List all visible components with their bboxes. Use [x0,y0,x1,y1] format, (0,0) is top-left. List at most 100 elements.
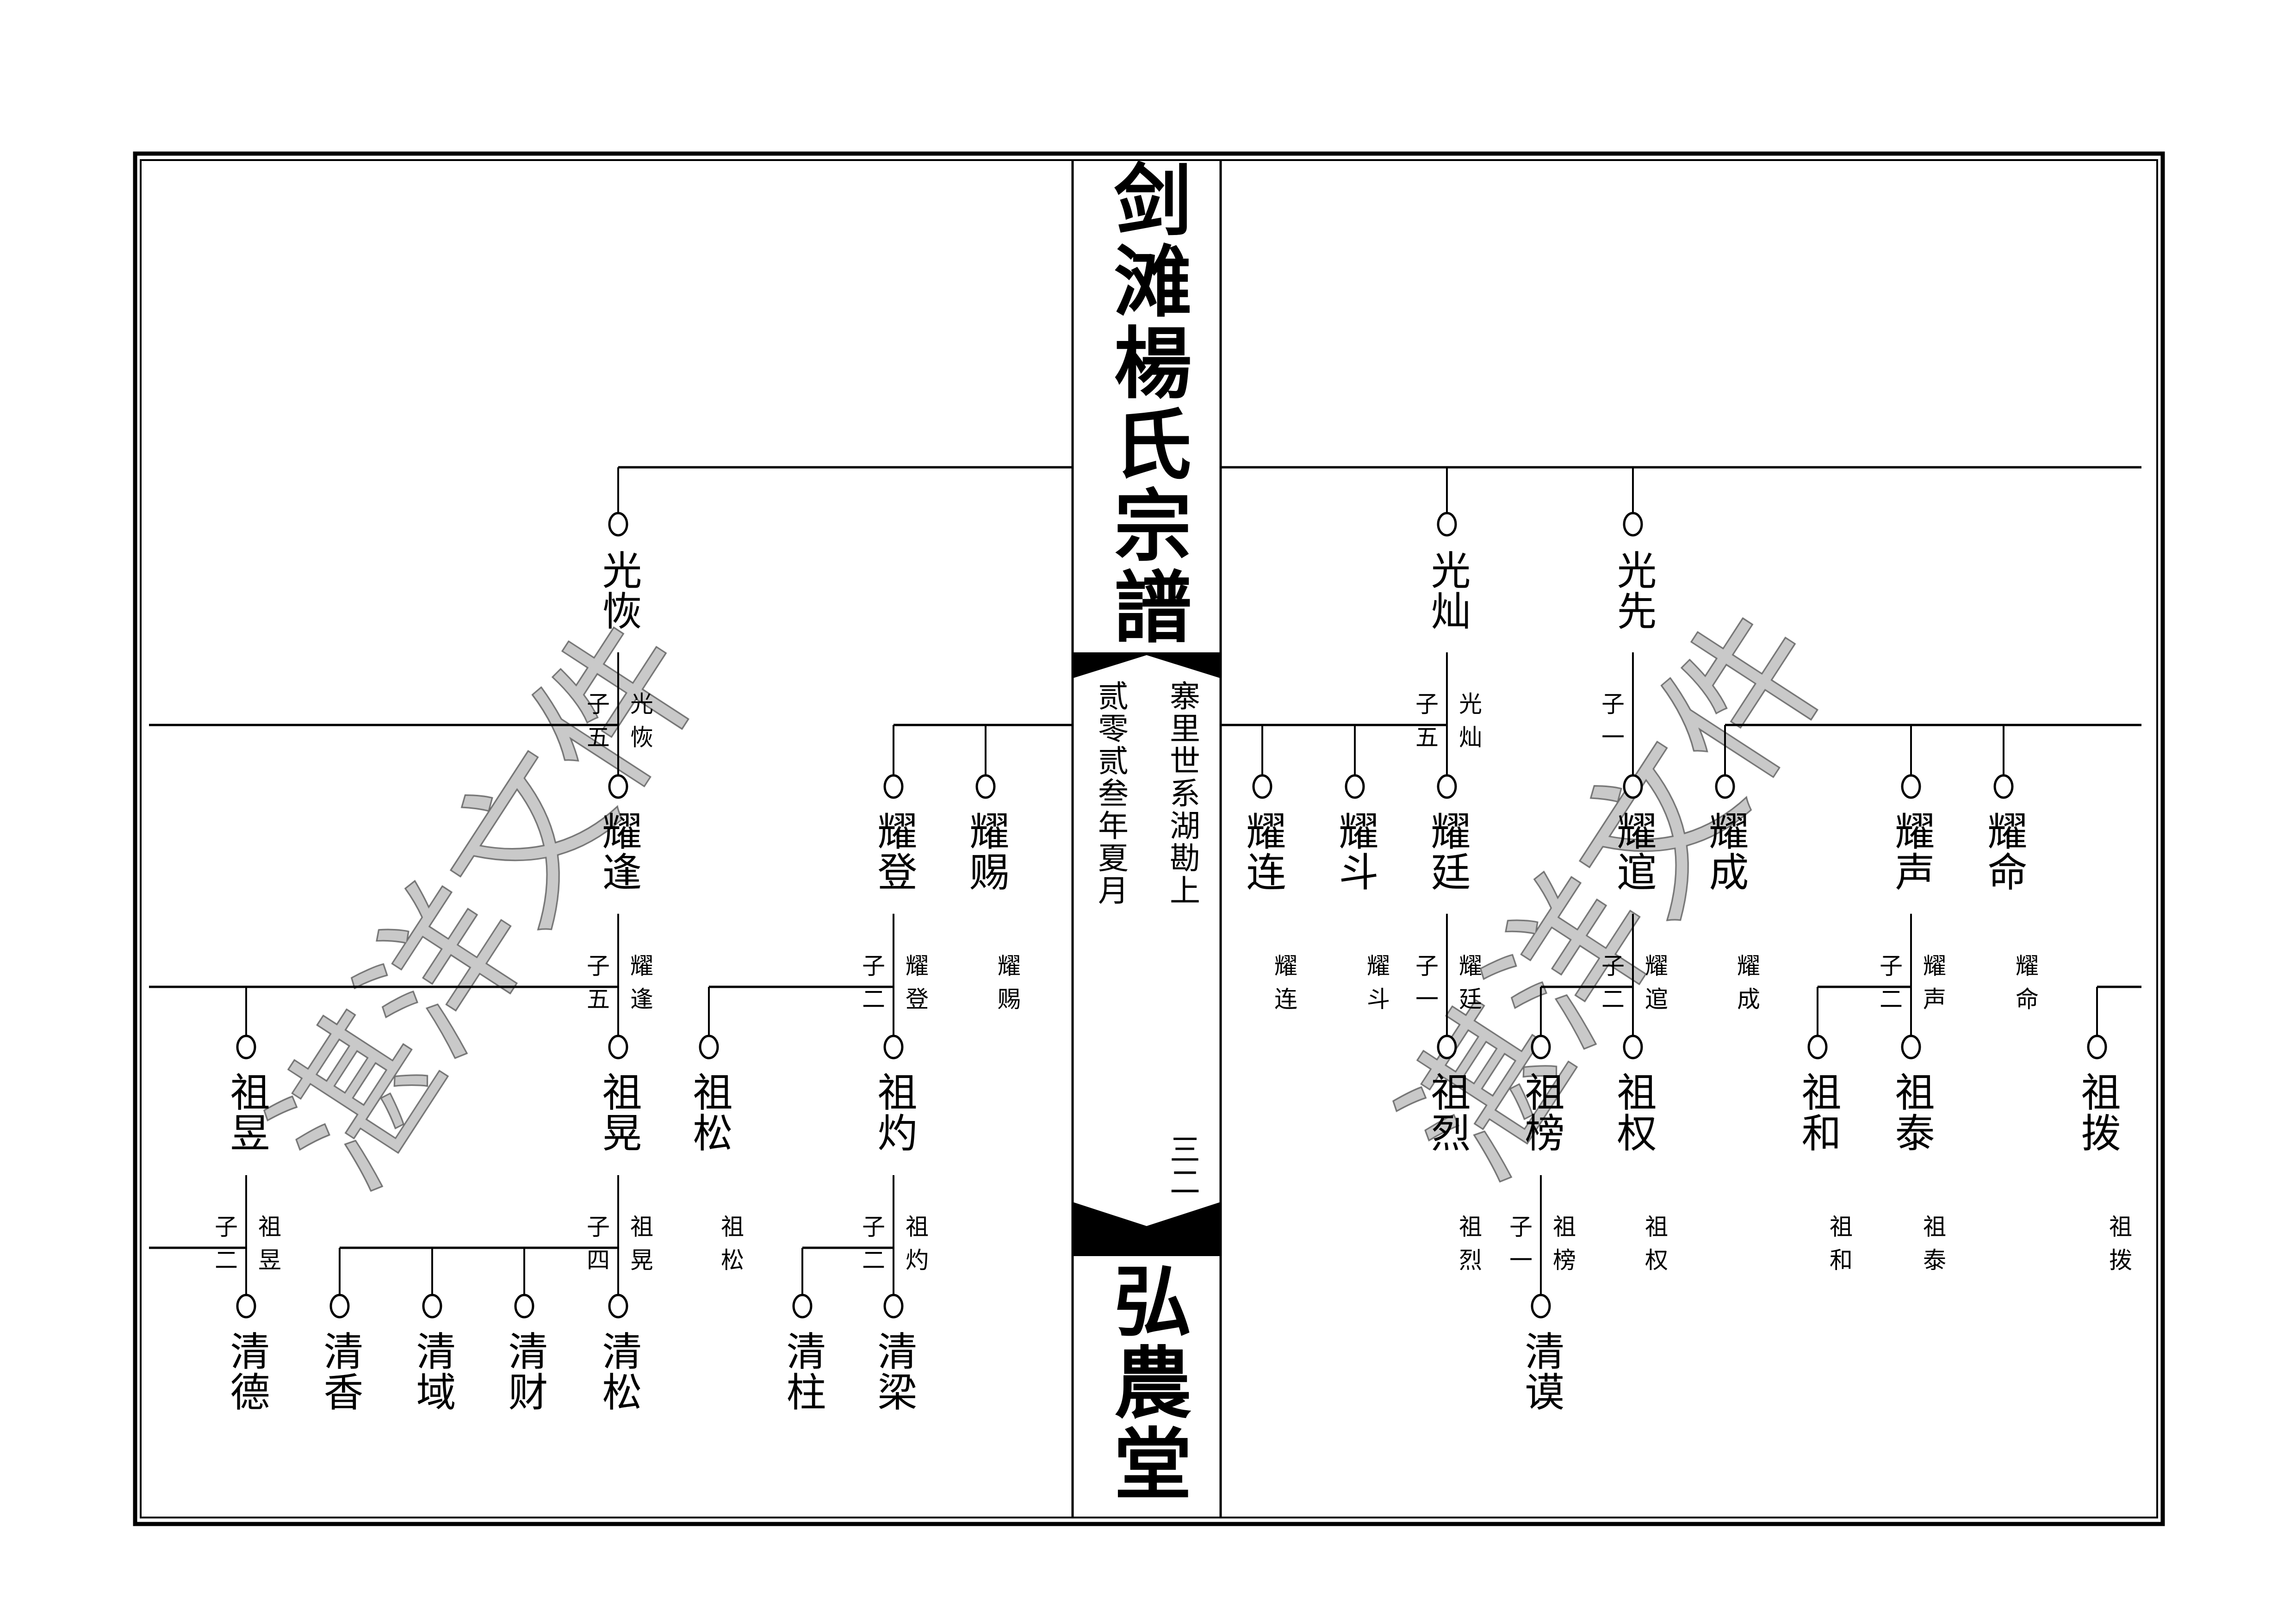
location-text: 寨里世系湖勘上 [1165,680,1200,907]
sons-count: 子一 [1506,1214,1533,1281]
node-circle [1715,774,1735,799]
parent-note: 祖和 [1826,1214,1853,1281]
parent-note: 祖晃 [627,1214,653,1281]
parent-note: 耀斗 [1363,954,1390,1020]
node-circle [883,1294,904,1319]
sons-count: 子五 [583,954,610,1020]
node-circle [1623,1035,1643,1059]
parent-note: 祖松 [717,1214,744,1281]
node-circle [883,774,904,799]
node-circle [1807,1035,1828,1059]
node-circle [1531,1294,1551,1319]
fishtail-bottom [1073,1202,1221,1256]
person-name: 耀廷 [1424,811,1470,892]
node-circle [2087,1035,2107,1059]
node-circle [1623,512,1643,537]
person-name: 耀斗 [1332,811,1378,892]
person-name: 祖泰 [1888,1072,1934,1153]
person-name: 耀赐 [962,811,1009,892]
node-circle [883,1035,904,1059]
node-circle [1901,1035,1921,1059]
sons-count: 子二 [1876,954,1903,1020]
node-circle [422,1294,442,1319]
sons-count: 子一 [1412,954,1439,1020]
person-name: 清香 [316,1331,363,1412]
sons-count: 子五 [1412,692,1439,758]
person-name: 光灿 [1424,550,1470,631]
node-circle [792,1294,813,1319]
person-name: 耀逭 [1610,811,1656,892]
node-circle [699,1035,719,1059]
person-name: 祖晃 [595,1072,641,1153]
node-circle [975,774,996,799]
person-name: 光先 [1610,550,1656,631]
node-circle [1993,774,2014,799]
parent-note: 耀廷 [1455,954,1482,1020]
outer-border [133,151,2165,1526]
parent-note: 祖烈 [1455,1214,1482,1281]
book-title: 剑滩楊氏宗譜 [1101,160,1192,648]
fishtail-top [1073,652,1221,678]
parent-note: 耀逭 [1641,954,1668,1020]
node-circle [1437,1035,1457,1059]
person-name: 耀连 [1239,811,1285,892]
person-name: 祖松 [686,1072,732,1153]
parent-note: 耀成 [1733,954,1760,1020]
node-circle [329,1294,350,1319]
parent-note: 祖昱 [254,1214,281,1281]
parent-note: 祖榜 [1549,1214,1576,1281]
parent-note: 光恢 [627,692,653,758]
node-circle [608,1035,628,1059]
person-name: 祖灼 [870,1072,917,1153]
node-circle [1623,774,1643,799]
parent-note: 祖权 [1641,1214,1668,1281]
sons-count: 子一 [1598,692,1625,758]
person-name: 祖昱 [223,1072,269,1153]
person-name: 耀命 [1980,811,2027,892]
person-name: 祖和 [1794,1072,1841,1153]
node-circle [236,1294,256,1319]
person-name: 清谟 [1518,1331,1564,1412]
date-text: 贰零贰叁年夏月 [1093,680,1129,907]
node-circle [1437,512,1457,537]
sons-count: 子二 [211,1214,238,1281]
sons-count: 子二 [1598,954,1625,1020]
parent-note: 耀命 [2012,954,2039,1020]
person-name: 祖拨 [2074,1072,2120,1153]
node-circle [608,774,628,799]
parent-note: 耀登 [902,954,929,1020]
person-name: 清梁 [870,1331,917,1412]
node-circle [1531,1035,1551,1059]
sons-count: 子二 [858,954,885,1020]
person-name: 耀声 [1888,811,1934,892]
person-name: 祖烈 [1424,1072,1470,1153]
node-circle [236,1035,256,1059]
person-name: 耀登 [870,811,917,892]
person-name: 祖权 [1610,1072,1656,1153]
person-name: 耀成 [1702,811,1748,892]
sons-count: 子四 [583,1214,610,1281]
node-circle [1345,774,1365,799]
parent-note: 耀逢 [627,954,653,1020]
parent-note: 耀赐 [994,954,1021,1020]
node-circle [608,1294,628,1319]
person-name: 祖榜 [1518,1072,1564,1153]
node-circle [514,1294,534,1319]
person-name: 清德 [223,1331,269,1412]
parent-note: 祖灼 [902,1214,929,1281]
person-name: 清财 [501,1331,547,1412]
page-number: 三二 [1165,1134,1200,1198]
parent-note: 光灿 [1455,692,1482,758]
sons-count: 子二 [858,1214,885,1281]
person-name: 清域 [409,1331,455,1412]
node-circle [1437,774,1457,799]
parent-note: 耀连 [1271,954,1297,1020]
node-circle [1901,774,1921,799]
person-name: 清柱 [779,1331,825,1412]
node-circle [608,512,628,537]
parent-note: 耀声 [1919,954,1946,1020]
hall-name: 弘農堂 [1101,1261,1192,1505]
sons-count: 子五 [583,692,610,758]
